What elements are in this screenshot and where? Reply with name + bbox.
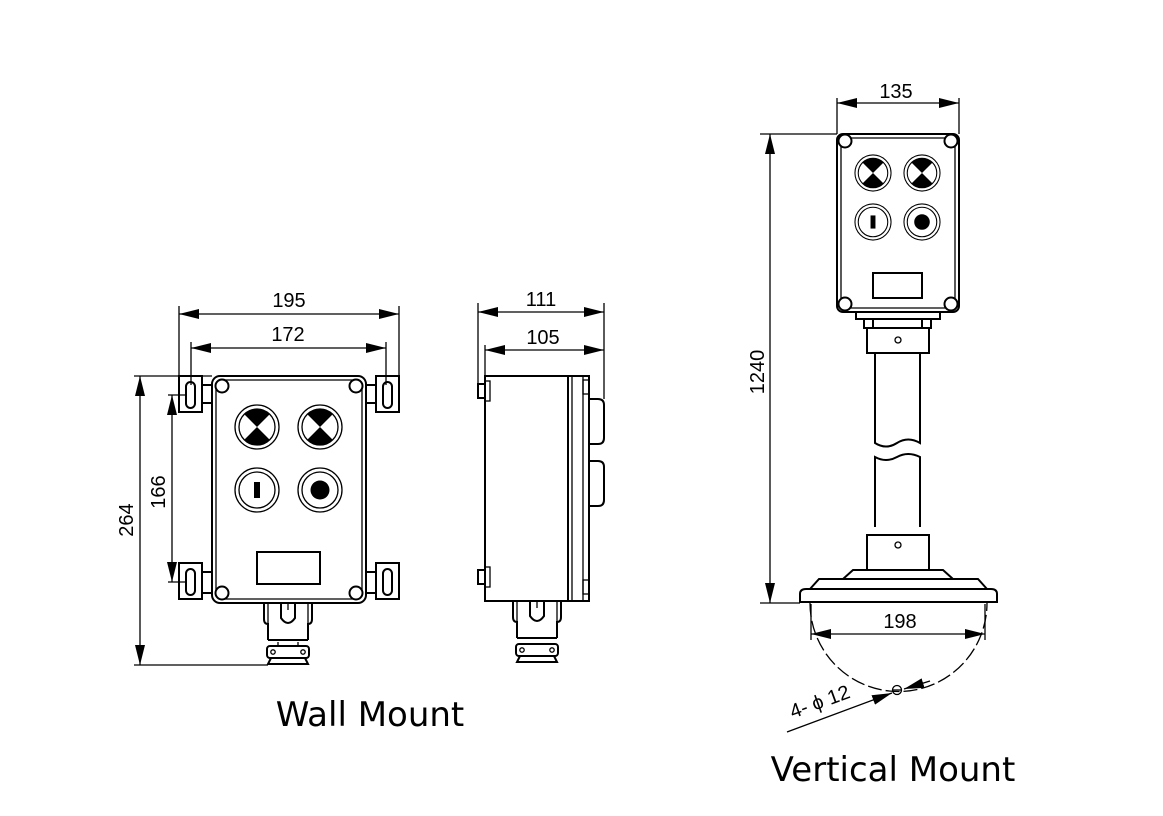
dimension-166: 166: [148, 394, 186, 583]
enclosure-cover: [840, 137, 956, 309]
dimension-label: 135: [879, 81, 912, 103]
dimension-hole-diameter: 4- ϕ 12: [786, 678, 931, 733]
dimension-label: 166: [148, 475, 170, 508]
mount-bracket: [366, 562, 400, 600]
cable-gland: [263, 603, 313, 665]
cable-gland: [512, 601, 562, 663]
vertical-mount-caption: Vertical Mount: [771, 750, 1016, 790]
mount-bracket: [178, 375, 212, 413]
dimension-264: 264: [116, 375, 268, 666]
button-protrusion: [589, 398, 605, 445]
start-button-icon: [854, 203, 892, 241]
enclosure-body: [484, 375, 590, 602]
corner-screw: [943, 133, 959, 149]
dimension-label: 1240: [747, 350, 769, 395]
stop-button-icon: [903, 203, 941, 241]
vertical-mount-view: 135 1240 198 4- ϕ 12 Vertical Mount: [747, 81, 1015, 790]
side-view: 111 105: [477, 289, 605, 663]
corner-screw: [214, 378, 230, 394]
mount-bracket: [178, 562, 212, 600]
indicator-light-icon: [297, 404, 343, 450]
hole-circle: [809, 602, 988, 693]
hinge: [477, 383, 486, 399]
dimension-label: 172: [271, 324, 304, 346]
stop-button-icon: [297, 467, 343, 513]
base-flange: [799, 588, 998, 603]
dimension-172: 172: [190, 324, 387, 385]
dimension-198: 198: [810, 604, 986, 640]
corner-screw: [348, 378, 364, 394]
corner-screw: [943, 296, 959, 312]
button-protrusion: [589, 460, 605, 507]
dimension-135: 135: [836, 81, 960, 134]
dimension-1240: 1240: [747, 133, 837, 604]
corner-screw: [214, 585, 230, 601]
dimension-105: 105: [484, 327, 604, 376]
enclosure-outline: [211, 375, 367, 604]
wall-mount-caption: Wall Mount: [276, 695, 465, 735]
indicator-light-icon: [234, 404, 280, 450]
mounting-pole: [799, 311, 998, 603]
dimension-label: 195: [272, 290, 305, 312]
indicator-light-icon: [854, 154, 892, 192]
corner-screw: [348, 585, 364, 601]
dimension-label: 264: [116, 503, 138, 536]
nameplate: [872, 272, 923, 299]
mount-bracket: [366, 375, 400, 413]
dimension-label: 105: [526, 327, 559, 349]
hinge: [477, 569, 486, 585]
enclosure-cover: [215, 379, 363, 600]
dimension-label: 4- ϕ 12: [787, 681, 853, 723]
start-button-icon: [234, 467, 280, 513]
corner-screw: [837, 296, 853, 312]
indicator-light-icon: [903, 154, 941, 192]
dimension-111: 111: [477, 289, 605, 399]
corner-screw: [837, 133, 853, 149]
nameplate: [256, 551, 321, 585]
dimension-label: 111: [526, 289, 556, 311]
dimension-label: 198: [883, 611, 916, 633]
dimension-195: 195: [178, 290, 400, 376]
wall-mount-front-view: 195 172 264 166 Wall Mount: [116, 290, 464, 735]
